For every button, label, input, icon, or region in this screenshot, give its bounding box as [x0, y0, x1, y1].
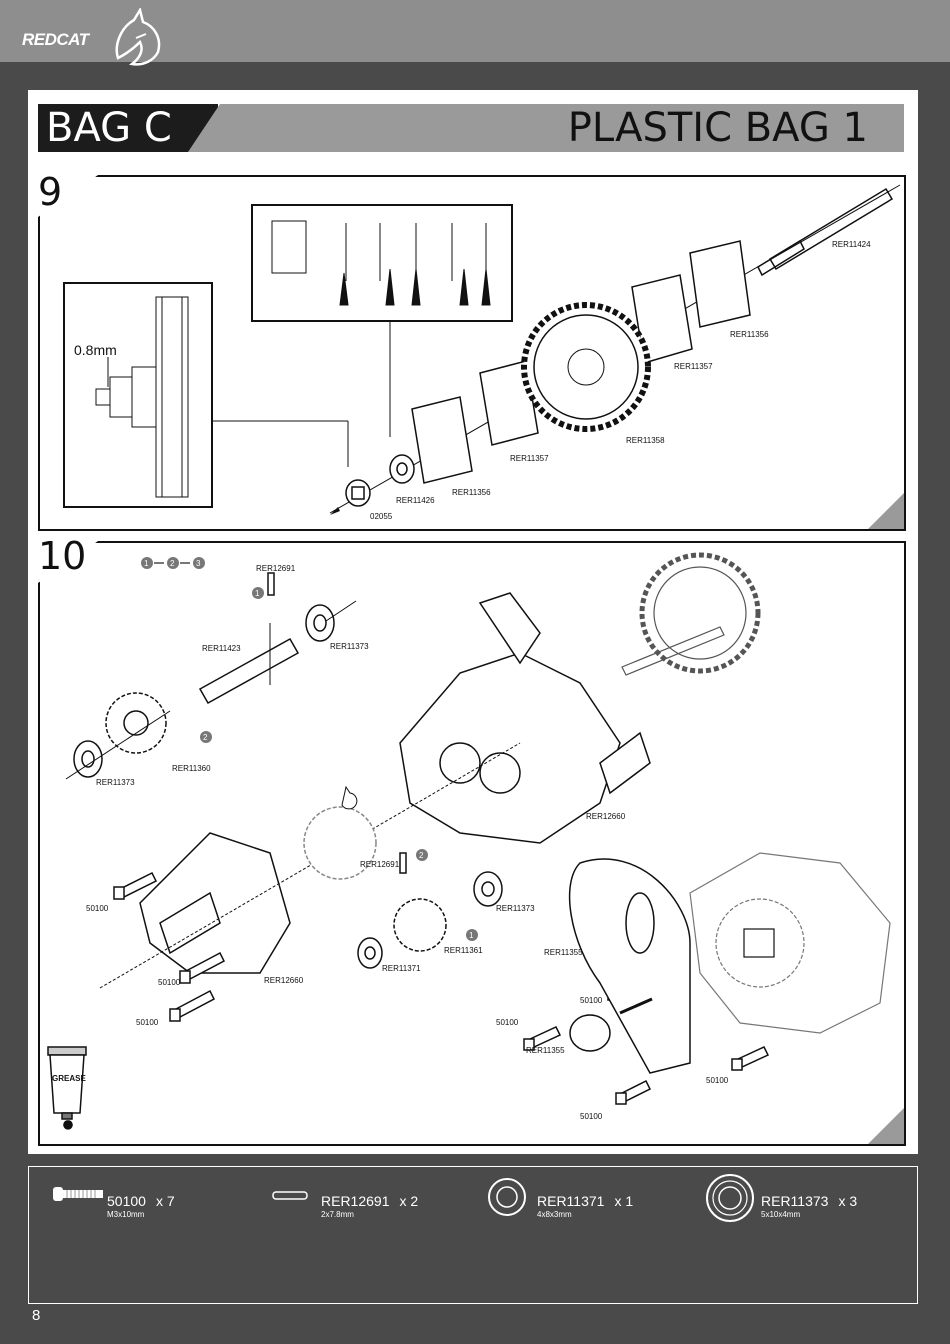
svg-text:1: 1 [469, 931, 474, 940]
svg-text:3: 3 [196, 559, 201, 568]
grease-drop-icon [341, 785, 358, 810]
direction-arrow [330, 507, 340, 515]
grease-tube-icon [47, 1046, 87, 1130]
part-label: 50100 [158, 978, 181, 987]
nut-and-shims-detail [271, 220, 491, 306]
part-label: 50100 [580, 996, 603, 1005]
part-label: RER11360 [172, 764, 211, 773]
top-shaft-gear-assembly [621, 552, 761, 676]
part-label: RER12691 [256, 564, 296, 573]
grease-label: GREASE [52, 1074, 86, 1083]
part-label: 02055 [370, 512, 393, 521]
svg-text:2: 2 [419, 851, 424, 860]
spur-gear-inset [63, 282, 213, 508]
bearing-and-nut [345, 454, 415, 507]
motor-plate [568, 858, 691, 1074]
step-10-diagram: 1 2 3 [47, 552, 891, 1130]
part-label: RER12660 [586, 812, 626, 821]
svg-text:1: 1 [255, 589, 260, 598]
part-label: RER11356 [730, 330, 769, 339]
gearbox-housing-right [399, 592, 651, 844]
part-label: RER11357 [510, 454, 549, 463]
drive-gears [303, 806, 503, 969]
slipper-shaft [757, 187, 894, 277]
step-9-diagram: 0.8mm [63, 184, 901, 521]
step-9-panel: 0.8mm [38, 175, 906, 531]
part-label: 50100 [496, 1018, 519, 1027]
step-10-panel: 1 2 3 [38, 541, 906, 1146]
top-bar: REDCAT [0, 0, 950, 66]
part-label: RER11357 [674, 362, 713, 371]
svg-text:2: 2 [170, 559, 175, 568]
screw-icon [53, 1187, 103, 1201]
instruction-page: BAG C PLASTIC BAG 1 0.8mm [28, 90, 918, 1154]
step-9-number: 9 [38, 170, 63, 214]
bag-type-label: PLASTIC BAG 1 [567, 105, 868, 151]
part-label: RER11361 [444, 946, 483, 955]
assembled-gearbox [689, 852, 891, 1034]
bobcat-logo-icon [115, 8, 161, 66]
part-label: 50100 [706, 1076, 729, 1085]
brand-logo-text: REDCAT [22, 30, 89, 49]
part-label: RER11373 [96, 778, 135, 787]
part-label: RER11373 [496, 904, 535, 913]
part-label: RER11371 [382, 964, 421, 973]
part-label: 50100 [136, 1018, 159, 1027]
assembly-sequence: 1 2 3 [141, 557, 205, 569]
bag-label: BAG C [38, 104, 218, 152]
part-label: RER11424 [832, 240, 871, 249]
part-label: 50100 [86, 904, 109, 913]
pin-icon [272, 1191, 308, 1200]
part-label: RER11423 [202, 644, 241, 653]
page-number: 8 [32, 1307, 41, 1324]
part-label: RER12660 [264, 976, 304, 985]
bearing-small-icon [488, 1178, 526, 1216]
part-label: RER11355 [544, 948, 583, 957]
spur-gear [521, 302, 651, 432]
svg-text:2: 2 [203, 733, 208, 742]
bag-type-banner: PLASTIC BAG 1 [188, 104, 904, 152]
part-label: 50100 [580, 1112, 603, 1121]
part-label: RER11356 [452, 488, 491, 497]
inset-gear-side-view [95, 296, 189, 498]
bearing-large-icon [706, 1174, 754, 1222]
insert-arrow [619, 997, 653, 1015]
shim-inset [251, 204, 513, 322]
part-label: RER11426 [396, 496, 435, 505]
part-label: RER11355 [526, 1046, 565, 1055]
inset-dimension-label: 0.8mm [74, 342, 117, 358]
idler-shaft-parts [73, 572, 335, 778]
part-label: RER12691 [360, 860, 400, 869]
part-label: RER11373 [330, 642, 369, 651]
part-label: RER11358 [626, 436, 665, 445]
step-10-number: 10 [38, 534, 87, 578]
gearbox-housing-left [139, 832, 291, 974]
svg-text:1: 1 [144, 559, 149, 568]
step-markers: 1 2 2 1 [200, 587, 478, 941]
